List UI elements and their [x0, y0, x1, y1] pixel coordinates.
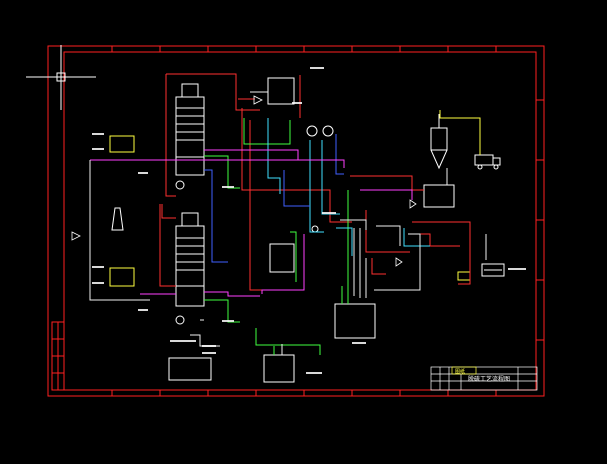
green-process-lines [204, 118, 349, 355]
drawing-title: 脱硫工艺流程图 [468, 375, 510, 383]
absorber-tower-icon [175, 83, 205, 176]
chimney-icon [111, 207, 124, 231]
drawing-frame [47, 45, 545, 397]
valve-markers [71, 95, 417, 267]
tank-icon [168, 77, 376, 383]
tiny-annotation-marks [92, 67, 526, 374]
blue-process-lines [204, 134, 344, 263]
crosshair-icon [26, 45, 96, 110]
cyclone-icon [423, 114, 455, 208]
white-piping [89, 91, 487, 355]
pump-icon [175, 125, 334, 325]
title-block [430, 366, 538, 391]
truck-icon [474, 154, 501, 170]
fan-icon [481, 263, 505, 277]
cyan-process-lines [267, 118, 430, 256]
red-process-lines [159, 73, 471, 291]
magenta-process-lines [90, 149, 413, 297]
frame-ticks [111, 46, 544, 396]
revision-strip [51, 321, 65, 391]
absorber-tower-icon [175, 212, 205, 307]
title-block-tag: 图纸 [455, 368, 465, 375]
